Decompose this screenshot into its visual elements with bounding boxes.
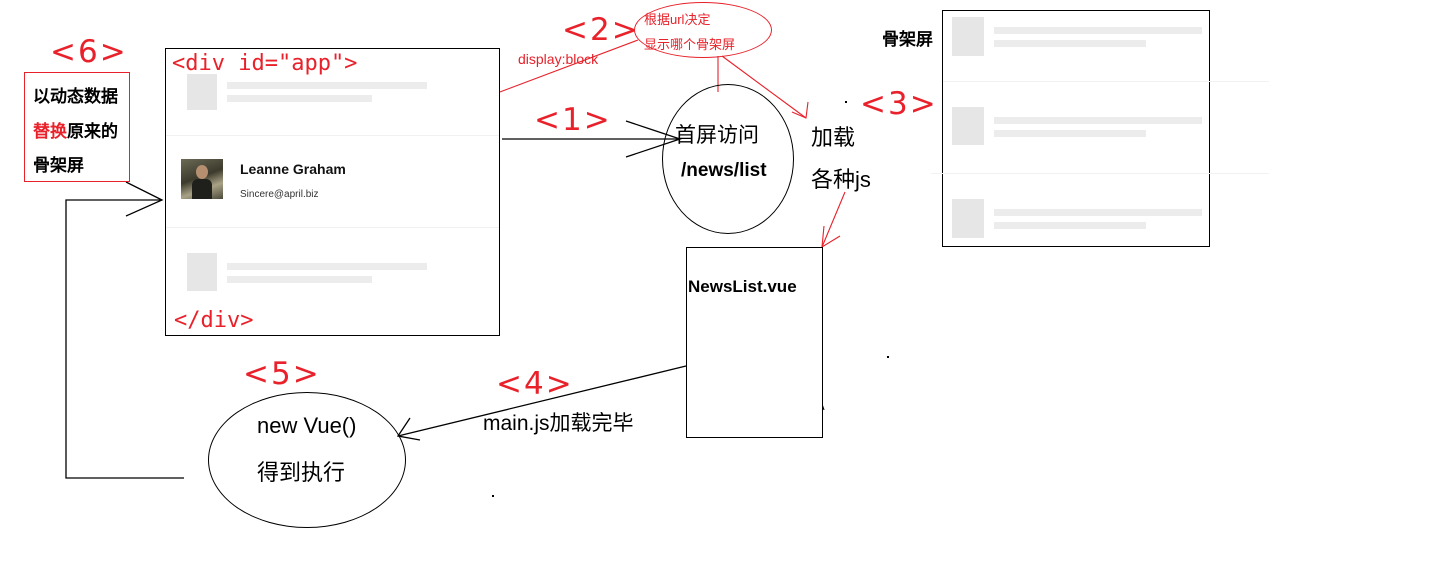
arrow-step6-loop bbox=[65, 181, 184, 479]
app-close-tag: </div> bbox=[174, 308, 254, 333]
newslist-label: NewsList.vue bbox=[688, 277, 797, 296]
step-5-label: <5> bbox=[243, 356, 321, 392]
skeleton-avatar bbox=[952, 17, 984, 56]
main-js-loaded-label: main.js加载完毕 bbox=[483, 412, 634, 435]
note-6-line3: 骨架屏 bbox=[33, 156, 84, 175]
new-vue-line1: new Vue() bbox=[257, 413, 357, 438]
skeleton-line bbox=[994, 222, 1146, 229]
note-6-line2-rest: 原来的 bbox=[67, 122, 118, 141]
newslist-box: NewsList.vue bbox=[686, 247, 823, 438]
note-6-box: 以动态数据 替换原来的 骨架屏 bbox=[24, 72, 130, 182]
avatar-face bbox=[196, 165, 208, 179]
display-block-label: display:block bbox=[518, 51, 599, 67]
note-6-highlight: 替换 bbox=[33, 122, 67, 141]
note-6-line1: 以动态数据 bbox=[33, 87, 118, 106]
first-visit-line1: 首屏访问 bbox=[675, 124, 759, 147]
stray-dots bbox=[492, 101, 889, 497]
note-2-ellipse: 根据url决定 显示哪个骨架屏 bbox=[634, 2, 772, 58]
new-vue-ellipse: new Vue() 得到执行 bbox=[208, 392, 406, 528]
user-name: Leanne Graham bbox=[240, 161, 346, 177]
skeleton-line bbox=[227, 276, 372, 283]
skeleton-screen-box bbox=[931, 10, 1269, 247]
skeleton-avatar bbox=[187, 74, 217, 110]
first-visit-line2: /news/list bbox=[681, 160, 767, 181]
skeleton-line bbox=[994, 27, 1202, 34]
user-avatar bbox=[181, 159, 223, 199]
note-2-line1: 根据url决定 bbox=[644, 12, 711, 27]
row-divider bbox=[166, 135, 499, 136]
note-2-line2: 显示哪个骨架屏 bbox=[644, 37, 736, 52]
skeleton-line bbox=[994, 40, 1146, 47]
app-open-tag: <div id="app"> bbox=[172, 51, 358, 76]
skeleton-line bbox=[227, 263, 427, 270]
avatar-body bbox=[192, 179, 212, 199]
step-2-label: <2> bbox=[562, 12, 640, 48]
row-divider bbox=[943, 81, 1269, 82]
skeleton-avatar bbox=[952, 199, 984, 238]
row-divider bbox=[931, 173, 1269, 174]
load-js-line2: 各种js bbox=[811, 167, 871, 192]
note-6-line2: 替换原来的 bbox=[33, 117, 118, 142]
skeleton-line bbox=[994, 209, 1202, 216]
step-6-label: <6> bbox=[50, 34, 128, 70]
skeleton-line bbox=[227, 95, 372, 102]
app-container-box: <div id="app"> Leanne Graham Sincere@apr… bbox=[165, 48, 500, 336]
first-visit-ellipse: 首屏访问 /news/list bbox=[662, 84, 794, 234]
row-divider bbox=[166, 227, 499, 228]
step-4-label: <4> bbox=[496, 366, 574, 402]
skeleton-avatar bbox=[952, 107, 984, 145]
skeleton-line bbox=[994, 130, 1146, 137]
skeleton-line bbox=[227, 82, 427, 89]
skeleton-avatar bbox=[187, 253, 217, 291]
new-vue-line2: 得到执行 bbox=[257, 460, 346, 485]
load-js-line1: 加载 bbox=[811, 125, 856, 150]
arrow-step3-red bbox=[821, 191, 846, 249]
step-1-label: <1> bbox=[534, 102, 612, 138]
step-3-label: <3> bbox=[860, 86, 938, 122]
user-email: Sincere@april.biz bbox=[240, 189, 319, 200]
skeleton-line bbox=[994, 117, 1202, 124]
skeleton-label: 骨架屏 bbox=[882, 30, 933, 49]
